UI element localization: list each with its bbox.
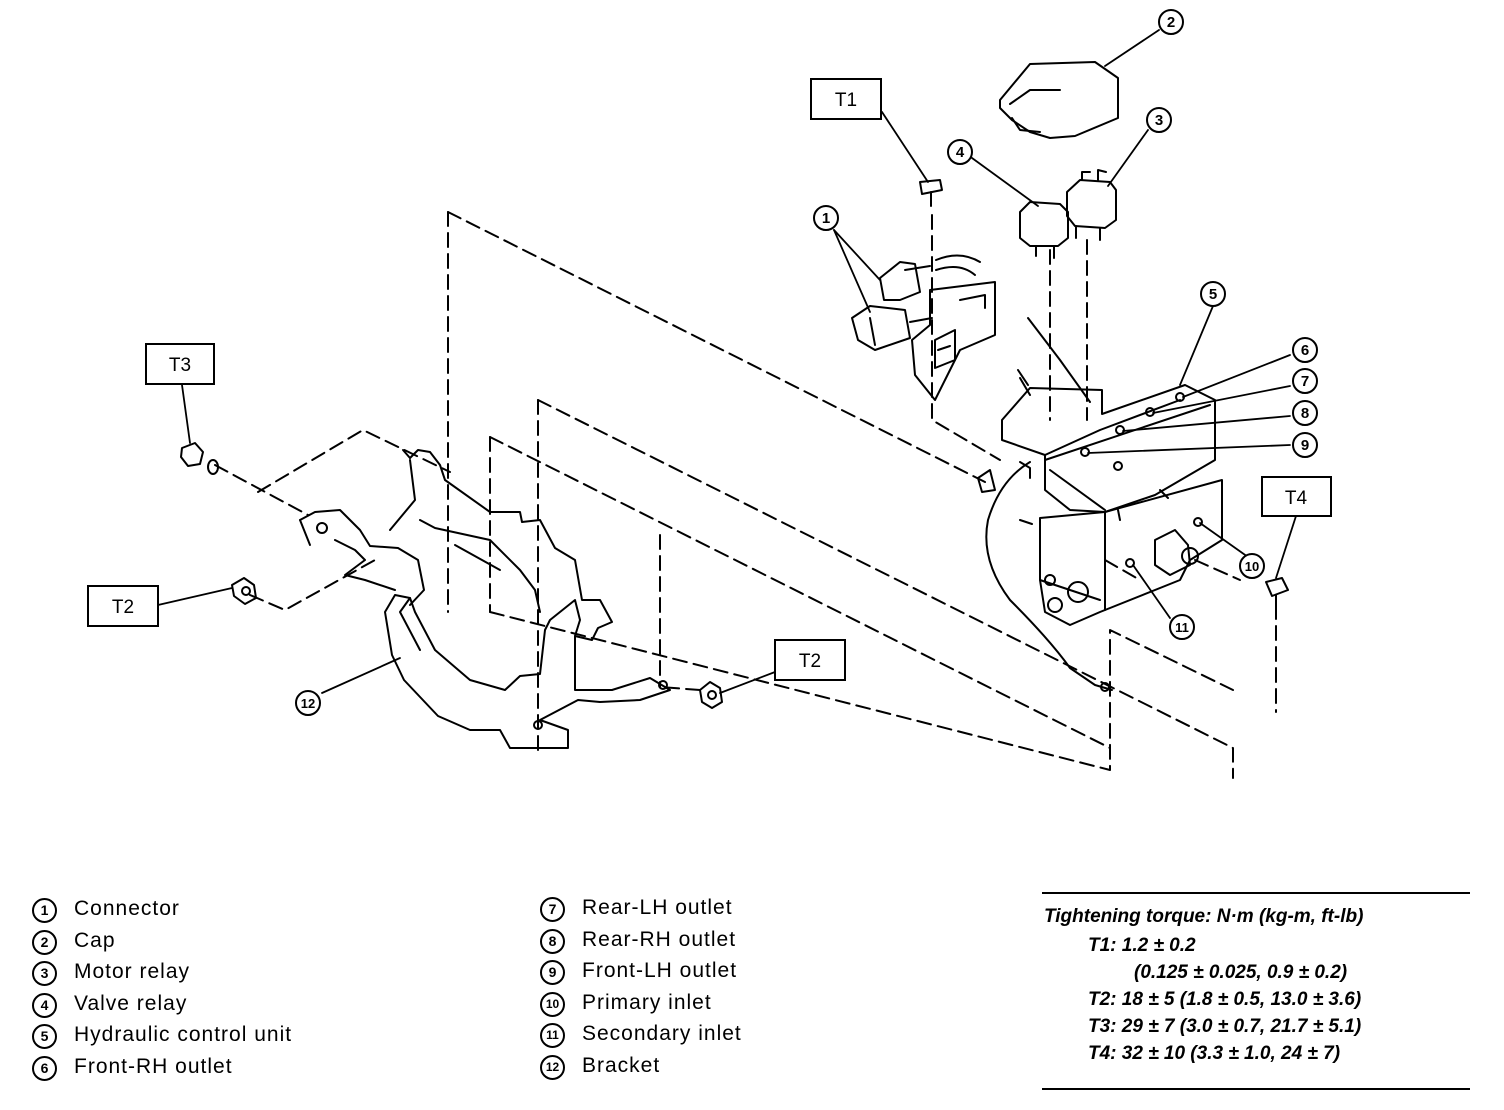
svg-text:1: 1 [822, 210, 830, 227]
legend-left: 1 Connector 2 Cap 3 Motor relay 4 Valve … [32, 897, 452, 1087]
torque-tag-t3: T3 [145, 343, 215, 385]
svg-text:6: 6 [1301, 342, 1309, 359]
torque-tag-t2-right: T2 [774, 639, 846, 681]
hydraulic-control-unit [977, 317, 1223, 692]
cap [999, 61, 1119, 139]
legend-number: 5 [32, 1024, 57, 1049]
t3-nut-and-washer [180, 442, 219, 475]
torque-t3: T3: 29 ± 7 (3.0 ± 0.7, 21.7 ± 5.1) [1088, 1016, 1362, 1037]
legend-label: Motor relay [74, 960, 191, 983]
torque-t4: T4: 32 ± 10 (3.3 ± 1.0, 24 ± 7) [1088, 1043, 1341, 1064]
torque-t1-conversion: (0.125 ± 0.025, 0.9 ± 0.2) [1134, 962, 1348, 983]
torque-spec-box: Tightening torque: N·m (kg-m, ft-lb) T1:… [1042, 892, 1470, 1090]
legend-number: 12 [540, 1055, 565, 1080]
legend-label: Rear-LH outlet [582, 896, 733, 919]
svg-text:5: 5 [1209, 286, 1217, 303]
torque-heading: Tightening torque: N·m (kg-m, ft-lb) [1044, 906, 1364, 927]
legend-number: 4 [32, 993, 57, 1018]
svg-text:11: 11 [1175, 620, 1189, 635]
connectors [851, 254, 981, 351]
valve-relay [1019, 201, 1069, 259]
torque-tag-t2-left: T2 [87, 585, 159, 627]
t1-screw [919, 179, 943, 207]
t2-nut-right [699, 681, 723, 709]
callout-3: 3 [1146, 107, 1172, 133]
svg-text:T4: T4 [1285, 488, 1308, 509]
svg-text:9: 9 [1301, 437, 1309, 454]
legend-number: 7 [540, 897, 565, 922]
svg-text:T2: T2 [112, 597, 134, 618]
svg-text:3: 3 [1155, 112, 1163, 129]
callout-4: 4 [947, 139, 973, 165]
alignment-lines [214, 211, 1277, 779]
torque-tag-t1: T1 [810, 78, 882, 120]
legend-label: Cap [74, 929, 116, 952]
svg-text:T1: T1 [835, 90, 857, 111]
legend-number: 1 [32, 898, 57, 923]
motor-relay [1066, 169, 1117, 241]
legend-right: 7 Rear-LH outlet 8 Rear-RH outlet 9 Fron… [540, 896, 840, 1086]
callout-11: 11 [1169, 614, 1195, 640]
callout-5: 5 [1200, 281, 1226, 307]
bracket [299, 449, 671, 749]
connector-bracket [911, 281, 996, 401]
svg-text:T3: T3 [169, 355, 191, 376]
legend-label: Valve relay [74, 992, 188, 1015]
callout-12: 12 [295, 690, 321, 716]
callout-10: 10 [1239, 553, 1265, 579]
legend-number: 10 [540, 992, 565, 1017]
leader-lines [157, 29, 1297, 694]
legend-number: 3 [32, 961, 57, 986]
callout-9: 9 [1292, 432, 1318, 458]
legend-number: 11 [540, 1023, 565, 1048]
callout-8: 8 [1292, 400, 1318, 426]
legend-number: 8 [540, 929, 565, 954]
legend-number: 6 [32, 1056, 57, 1081]
legend-label: Connector [74, 897, 180, 920]
legend-label: Secondary inlet [582, 1022, 742, 1045]
callout-7: 7 [1292, 368, 1318, 394]
svg-text:10: 10 [1245, 559, 1259, 574]
t4-bolt [1265, 577, 1289, 609]
legend-label: Front-LH outlet [582, 959, 738, 982]
svg-text:4: 4 [956, 144, 965, 161]
torque-tag-t4: T4 [1261, 476, 1332, 517]
svg-text:2: 2 [1167, 14, 1175, 31]
exploded-view-diagram: 2 3 4 1 5 6 7 8 [87, 9, 1332, 779]
legend-label: Primary inlet [582, 991, 712, 1014]
svg-text:T2: T2 [799, 651, 821, 672]
callout-2: 2 [1158, 9, 1184, 35]
svg-text:8: 8 [1301, 405, 1309, 422]
legend-label: Rear-RH outlet [582, 928, 737, 951]
t2-nut-left [231, 577, 257, 605]
callout-1: 1 [813, 205, 839, 231]
svg-text:12: 12 [301, 696, 315, 711]
legend-number: 2 [32, 930, 57, 955]
callout-6: 6 [1292, 337, 1318, 363]
svg-text:7: 7 [1301, 373, 1309, 390]
legend-number: 9 [540, 960, 565, 985]
legend-label: Front-RH outlet [74, 1055, 233, 1078]
legend-label: Hydraulic control unit [74, 1023, 293, 1046]
torque-t1: T1: 1.2 ± 0.2 [1088, 935, 1196, 956]
torque-t2: T2: 18 ± 5 (1.8 ± 0.5, 13.0 ± 3.6) [1088, 989, 1362, 1010]
legend-label: Bracket [582, 1054, 661, 1077]
